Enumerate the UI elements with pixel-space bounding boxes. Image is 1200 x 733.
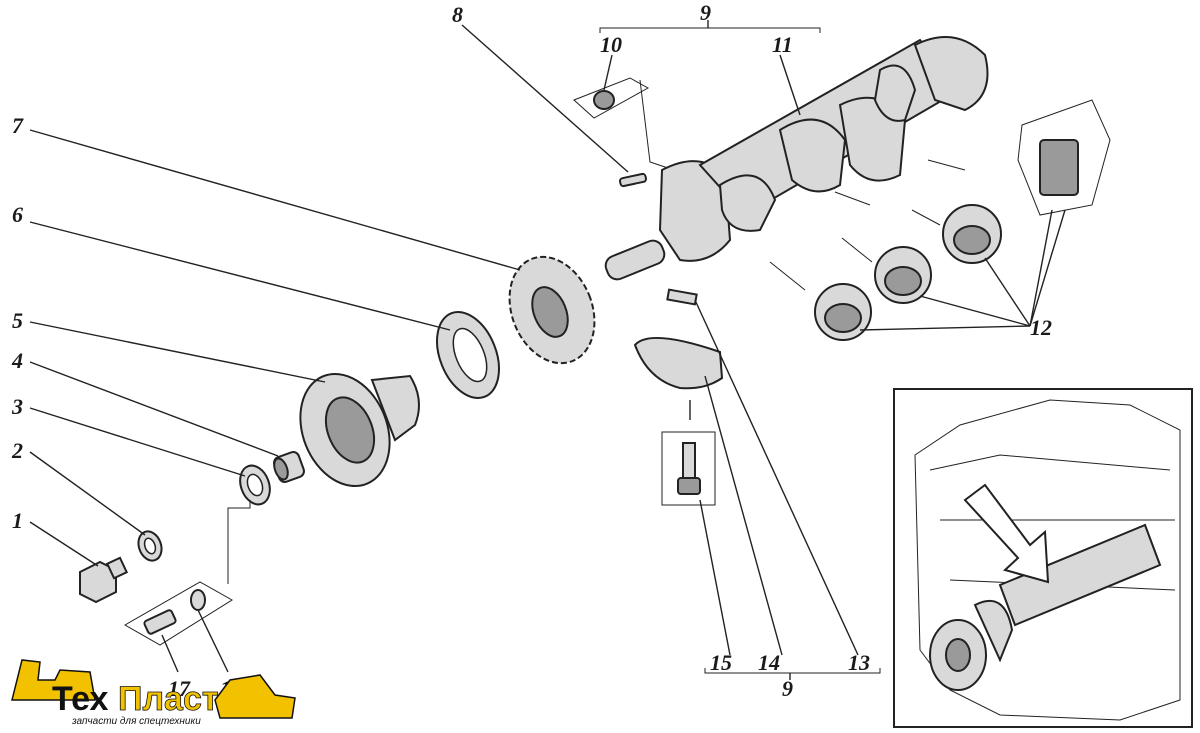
engine-location-inset	[893, 388, 1193, 728]
label-9-bottom: 9	[782, 676, 793, 701]
logo-brand-a: Тех	[52, 680, 109, 718]
label-4: 4	[11, 348, 23, 373]
logo-tagline: запчасти для спецтехники	[71, 716, 201, 727]
part-1-bolt	[79, 556, 129, 604]
part-8-key	[619, 172, 647, 188]
logo-brand-b: Пласт	[118, 680, 219, 718]
leader-lines	[29, 20, 1066, 680]
label-3: 3	[11, 394, 23, 419]
label-7: 7	[12, 113, 24, 138]
part-12-bearing-shells	[814, 99, 1111, 341]
part-4-bushing	[273, 451, 305, 483]
label-11: 11	[772, 32, 793, 57]
techplast-logo: Тех Пласт запчасти для спецтехники	[11, 659, 296, 727]
excavator-icon	[11, 659, 96, 701]
label-2: 2	[11, 438, 23, 463]
part-15-bolt-inset	[661, 431, 716, 506]
part-number-labels: 1 2 3 4 5 6 7 8 9 10 11 12 13 14 15 9 17…	[11, 0, 1052, 701]
label-6: 6	[12, 202, 23, 227]
part-2-washer	[137, 530, 163, 562]
part-16-17-inset	[123, 581, 233, 646]
label-5: 5	[12, 308, 23, 333]
part-6-seal-ring	[436, 310, 500, 400]
loader-icon	[214, 674, 296, 719]
label-10: 10	[600, 32, 622, 57]
label-13: 13	[848, 650, 870, 675]
part-14-counterweight	[633, 336, 724, 390]
label-1: 1	[12, 508, 23, 533]
part-13-plate	[666, 288, 698, 306]
part-10-plug-inset	[573, 77, 650, 119]
label-15: 15	[710, 650, 732, 675]
part-5-pulley-hub	[299, 372, 420, 488]
label-12: 12	[1030, 315, 1052, 340]
label-14: 14	[758, 650, 780, 675]
part-11-crankshaft	[604, 36, 989, 281]
part-7-gear	[508, 255, 596, 365]
label-17: 17	[168, 676, 191, 701]
part-3-lock-washer	[239, 464, 271, 506]
label-8: 8	[452, 2, 463, 27]
label-9-top: 9	[700, 0, 711, 25]
